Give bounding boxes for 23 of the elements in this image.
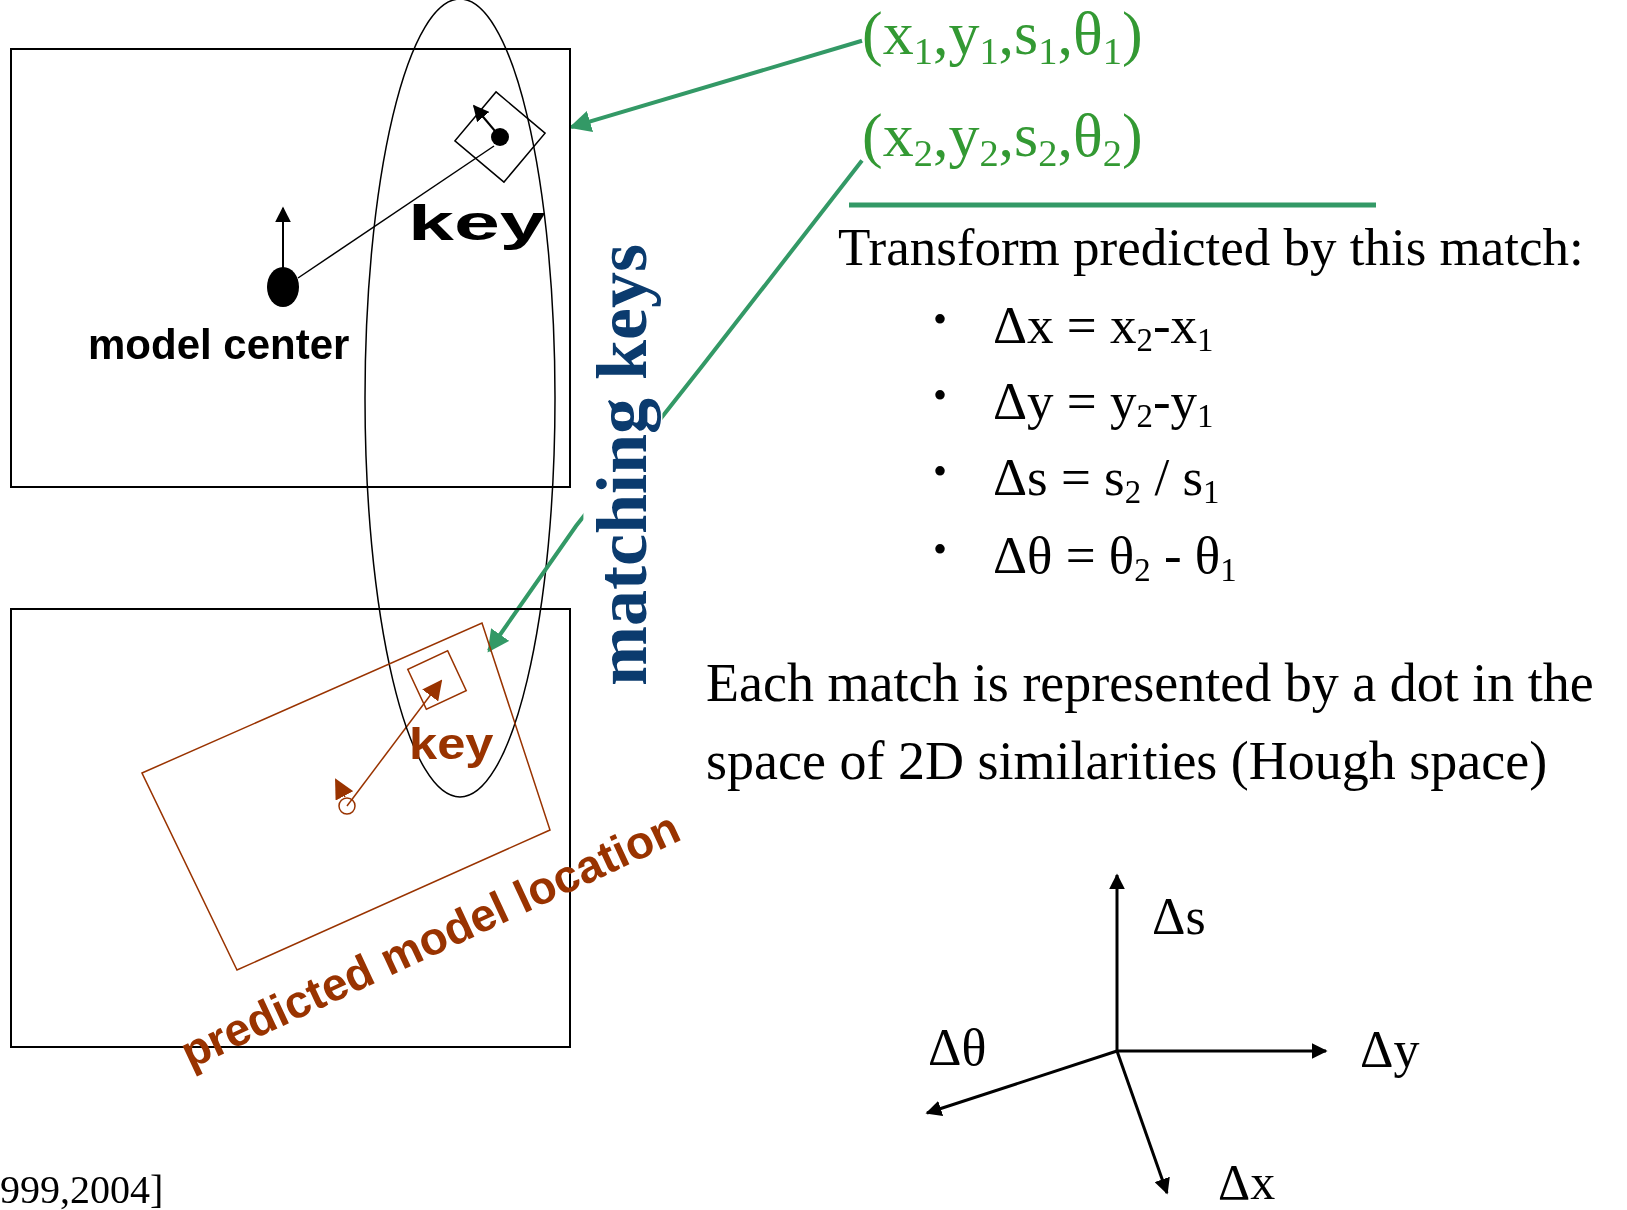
heading-text: Transform predicted by this match:	[838, 218, 1584, 277]
matching-keys-label: matching keys	[583, 244, 663, 686]
bullet: •	[933, 450, 947, 494]
axis-label: Δθ	[928, 1019, 987, 1077]
key-label: key	[409, 720, 494, 769]
image-frame	[10, 48, 571, 488]
arrow	[568, 38, 863, 133]
bullet: •	[933, 374, 947, 418]
key-label: key	[408, 196, 546, 251]
citation-text: 999,2004]	[0, 1168, 164, 1210]
bullet: •	[933, 528, 947, 572]
axis-label: Δs	[1152, 888, 1206, 946]
parameter-tuple: (x$_{1}$,y$_{1}$,s$_{1}$,θ$_{1}$)	[862, 0, 1143, 70]
description-text: Each match is represented by a dot in the space of 2D similarities (Hough space)	[706, 652, 1595, 793]
formula-text: Δθ = θ$_{2}$ - θ$_{1}$	[993, 526, 1237, 585]
model-center-label: model center	[88, 322, 350, 369]
formula-text: Δy = y$_{2}$-y$_{1}$	[993, 372, 1214, 431]
axis-label: Δx	[1218, 1155, 1276, 1210]
formula-text: Δs = s$_{2}$ / s$_{1}$	[993, 448, 1220, 507]
bullet: •	[933, 298, 947, 342]
parameter-tuple: (x$_{2}$,y$_{2}$,s$_{2}$,θ$_{2}$)	[862, 100, 1143, 172]
formula-text: Δx = x$_{2}$-x$_{1}$	[993, 296, 1214, 355]
axis-label: Δy	[1360, 1021, 1420, 1079]
